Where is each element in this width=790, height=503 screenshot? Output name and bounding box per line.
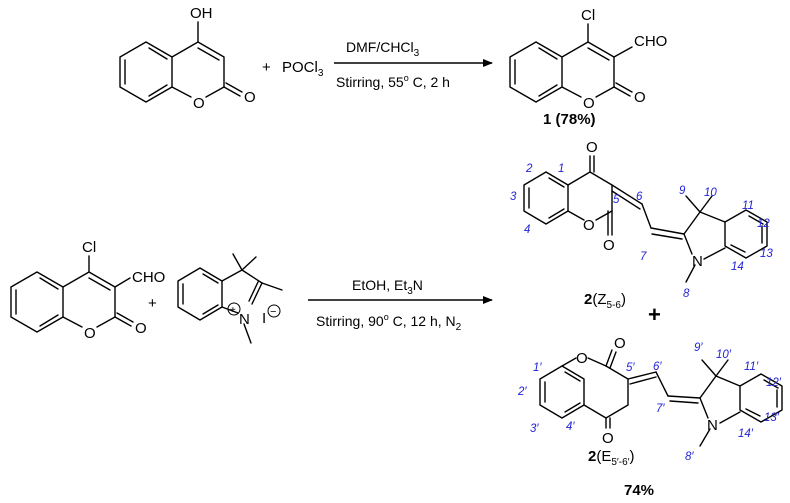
plus-sign-2: + — [148, 295, 157, 312]
svg-text:5: 5 — [613, 194, 620, 206]
svg-text:8′: 8′ — [685, 451, 694, 463]
product-e-ketone-oxygen: O — [602, 430, 614, 447]
product-z-lactone-oxygen: O — [603, 237, 615, 254]
conditions-1-bottom: Stirring, 55o C, 2 h — [336, 73, 450, 90]
reactant-chloroformylcoumarin: Cl CHO O O — [10, 239, 165, 342]
reactant-chloro-label: Cl — [82, 239, 96, 256]
svg-text:1: 1 — [558, 163, 564, 175]
positive-charge-icon — [227, 302, 241, 316]
svg-text:13: 13 — [760, 248, 773, 260]
reactant-4-hydroxycoumarin: OH O O — [119, 5, 256, 112]
svg-text:6′: 6′ — [653, 361, 662, 373]
iodide-label: I — [262, 310, 266, 327]
product-e-lactone-oxygen: O — [614, 335, 626, 352]
product-plus-sign: + — [648, 302, 661, 327]
product-e-nitrogen: N — [707, 417, 718, 434]
product-e-ring-oxygen: O — [576, 350, 588, 367]
svg-text:6: 6 — [636, 191, 643, 203]
product-e-label: 2(E5′-6′) — [588, 448, 635, 468]
svg-text:14′: 14′ — [738, 428, 754, 440]
svg-text:4′: 4′ — [566, 421, 575, 433]
product-1-carbonyl-oxygen: O — [634, 89, 646, 106]
svg-text:14: 14 — [731, 261, 744, 273]
svg-text:11: 11 — [742, 200, 754, 212]
svg-text:2: 2 — [525, 163, 533, 175]
svg-text:11′: 11′ — [744, 361, 759, 373]
svg-text:12′: 12′ — [766, 377, 782, 389]
product-z-nitrogen: N — [692, 253, 703, 270]
reaction-2-yield: 74% — [624, 482, 654, 499]
positive-charge-sign: + — [230, 305, 236, 316]
product-1-aldehyde-label: CHO — [634, 33, 667, 50]
reagent-pocl3: POCl3 — [282, 59, 324, 79]
ring-oxygen-label: O — [193, 95, 205, 112]
conditions-1-top: DMF/CHCl3 — [346, 39, 420, 59]
indolium-nitrogen-label: N — [239, 311, 250, 328]
product-1-ring-oxygen: O — [583, 95, 595, 112]
negative-charge-icon — [267, 304, 281, 318]
reactant-ring-oxygen: O — [84, 325, 96, 342]
hydroxyl-label: OH — [190, 5, 213, 22]
reactant-aldehyde-label: CHO — [132, 269, 165, 286]
product-2-e-structure: O O O N — [539, 335, 783, 447]
svg-text:3′: 3′ — [530, 423, 539, 435]
product-z-ring-oxygen: O — [583, 217, 595, 234]
product-2-z-structure: O O O N — [523, 139, 768, 283]
conditions-2-top: EtOH, Et3N — [352, 277, 423, 297]
svg-text:2′: 2′ — [517, 386, 527, 398]
product-z-locants: 1 2 3 4 5 6 7 8 9 10 11 12 13 14 — [510, 163, 773, 300]
product-e-locants: 1′ 2′ 3′ 4′ 5′ 6′ 7′ 8′ 9′ 10′ 11′ 12′ 1… — [517, 342, 782, 463]
svg-text:10: 10 — [704, 187, 717, 199]
reactant-indoleninium-iodide: N + I − — [177, 253, 283, 344]
product-1-structure: Cl CHO O O — [509, 7, 667, 112]
product-z-label: 2(Z5-6) — [584, 291, 626, 311]
negative-charge-sign: − — [270, 306, 276, 318]
svg-text:13′: 13′ — [764, 412, 780, 424]
plus-sign-1: + — [262, 59, 271, 76]
svg-text:9′: 9′ — [694, 342, 703, 354]
svg-text:7: 7 — [640, 251, 647, 263]
svg-text:9: 9 — [679, 185, 686, 197]
svg-text:1′: 1′ — [533, 362, 542, 374]
carbonyl-oxygen-label: O — [244, 89, 256, 106]
svg-text:7′: 7′ — [656, 403, 665, 415]
svg-text:3: 3 — [510, 191, 517, 203]
svg-text:8: 8 — [683, 288, 690, 300]
product-z-ketone-oxygen: O — [586, 139, 598, 156]
reactant-carbonyl-oxygen: O — [135, 320, 147, 337]
product-1-label: 1 (78%) — [543, 111, 596, 128]
conditions-2-bottom: Stirring, 90o C, 12 h, N2 — [316, 312, 462, 333]
svg-text:12: 12 — [757, 218, 770, 230]
svg-text:4: 4 — [524, 224, 530, 236]
svg-text:10′: 10′ — [716, 349, 732, 361]
product-1-chloro-label: Cl — [581, 7, 595, 24]
svg-text:5′: 5′ — [626, 362, 635, 374]
